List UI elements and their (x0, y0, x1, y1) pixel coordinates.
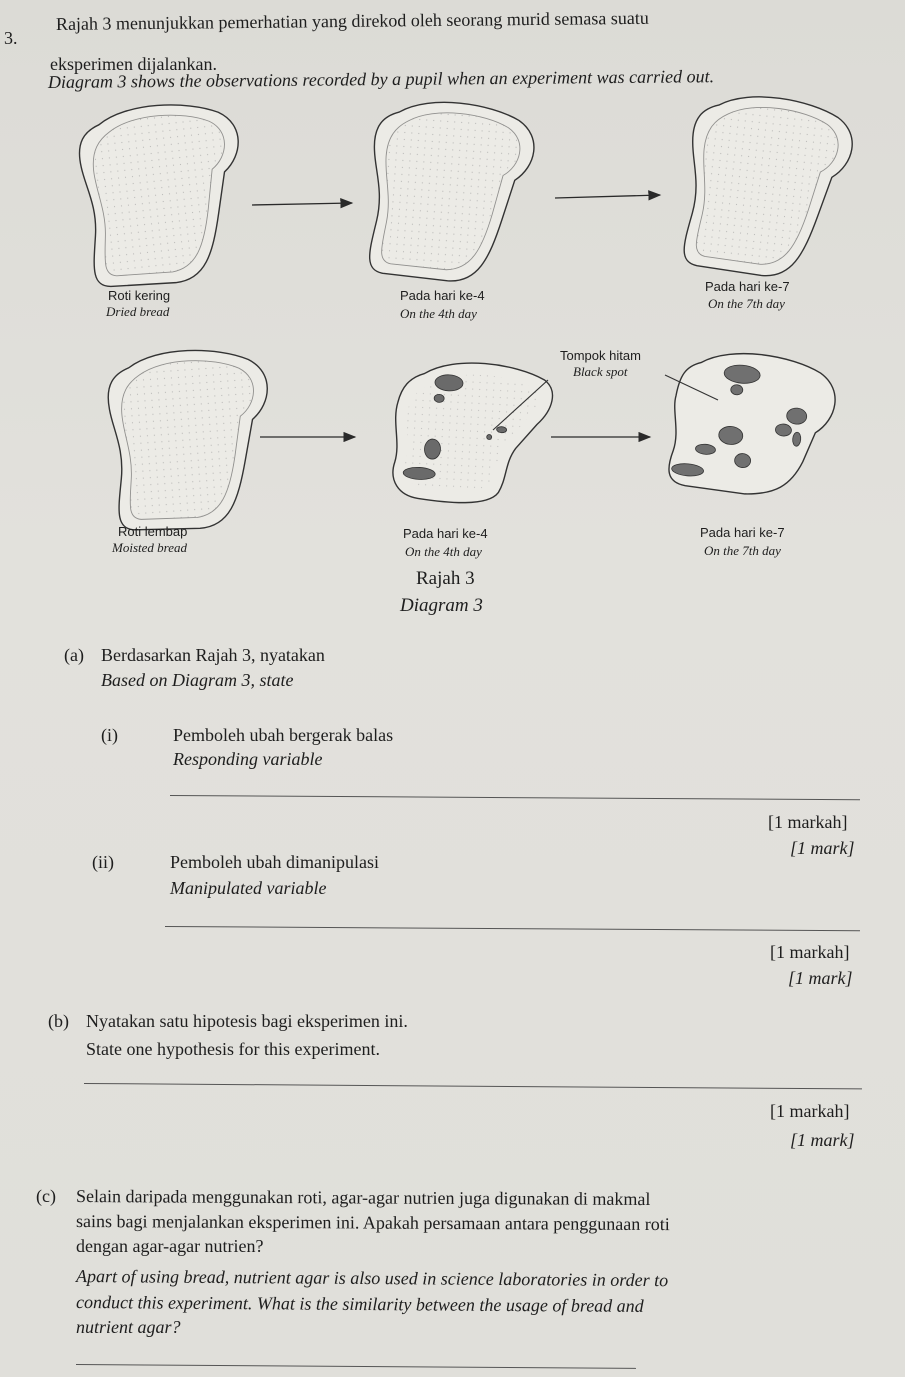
answer-line-a-ii[interactable] (164, 926, 860, 932)
answer-line-a-i[interactable] (169, 795, 860, 801)
callout-line-left (664, 374, 719, 401)
part-a-i-ms: Pemboleh ubah bergerak balas (173, 725, 394, 745)
marks-a-ii-ms: [1 markah] (770, 942, 850, 962)
part-a-ii-ms: Pemboleh ubah dimanipulasi (170, 852, 379, 872)
part-c-ms-line-2: sains bagi menjalankan eksperimen ini. A… (75, 1211, 670, 1235)
moist-bread-slice (107, 349, 268, 531)
moist-bread-day4 (392, 362, 554, 504)
question-number: 3. (4, 28, 18, 48)
marks-b-ms: [1 markah] (770, 1101, 850, 1121)
answer-line-c[interactable] (75, 1364, 636, 1369)
arrow-row1-a (251, 198, 354, 209)
part-c-label: (c) (36, 1186, 56, 1206)
marks-a-ii-en: [1 mark] (788, 968, 853, 988)
caption-dried-bread-en: Dried bread (106, 304, 170, 319)
bread-experiment-diagram (78, 96, 853, 531)
caption-moist-bread-en: Moisted bread (112, 540, 187, 555)
part-a-stem-ms: Berdasarkan Rajah 3, nyatakan (101, 645, 325, 665)
part-a-i-label: (i) (101, 725, 118, 745)
part-c-ms-line-3: dengan agar-agar nutrien? (76, 1236, 264, 1256)
arrow-row1-b (554, 190, 662, 201)
dried-bread-day7 (683, 96, 853, 277)
part-a-ii-label: (ii) (92, 852, 114, 872)
caption-row1-day7-ms: Pada hari ke-7 (705, 279, 790, 294)
marks-b-en: [1 mark] (790, 1130, 855, 1150)
caption-row1-day7-en: On the 7th day (708, 296, 785, 311)
callout-black-spot-en: Black spot (573, 364, 628, 379)
moist-bread-day7 (668, 352, 836, 495)
caption-row2-day7-en: On the 7th day (704, 543, 781, 558)
part-a-i-en: Responding variable (173, 749, 323, 769)
part-b-en: State one hypothesis for this experiment… (86, 1039, 380, 1059)
part-b-ms: Nyatakan satu hipotesis bagi eksperimen … (86, 1011, 408, 1031)
intro-malay-line-2: eksperimen dijalankan. (50, 54, 217, 74)
part-c-en-line-2: conduct this experiment. What is the sim… (75, 1292, 644, 1316)
caption-moist-bread-ms: Roti lembap (118, 524, 188, 539)
callout-line-right (492, 379, 549, 431)
diagram-title-en: Diagram 3 (400, 595, 483, 616)
caption-row2-day4-ms: Pada hari ke-4 (403, 526, 488, 541)
caption-dried-bread-ms: Roti kering (108, 288, 171, 303)
answer-line-b[interactable] (83, 1083, 862, 1090)
part-c-en-line-1: Apart of using bread, nutrient agar is a… (75, 1266, 669, 1291)
marks-a-i-en: [1 mark] (790, 838, 855, 858)
part-a-ii-en: Manipulated variable (170, 878, 327, 898)
caption-row1-day4-ms: Pada hari ke-4 (400, 288, 485, 303)
dried-bread-day4 (369, 101, 535, 282)
caption-row2-day7-ms: Pada hari ke-7 (700, 525, 785, 540)
dried-bread-slice (78, 104, 239, 288)
caption-row1-day4-en: On the 4th day (400, 306, 477, 321)
part-c-en-line-3: nutrient agar? (76, 1317, 181, 1337)
part-a-label: (a) (64, 645, 84, 665)
diagram-title-ms: Rajah 3 (416, 568, 475, 589)
caption-row2-day4-en: On the 4th day (405, 544, 482, 559)
part-c-ms-line-1: Selain daripada menggunakan roti, agar-a… (75, 1186, 651, 1210)
part-a-stem-en: Based on Diagram 3, state (101, 670, 294, 690)
marks-a-i-ms: [1 markah] (768, 812, 848, 832)
part-b-label: (b) (48, 1011, 69, 1031)
callout-black-spot-ms: Tompok hitam (560, 348, 641, 363)
